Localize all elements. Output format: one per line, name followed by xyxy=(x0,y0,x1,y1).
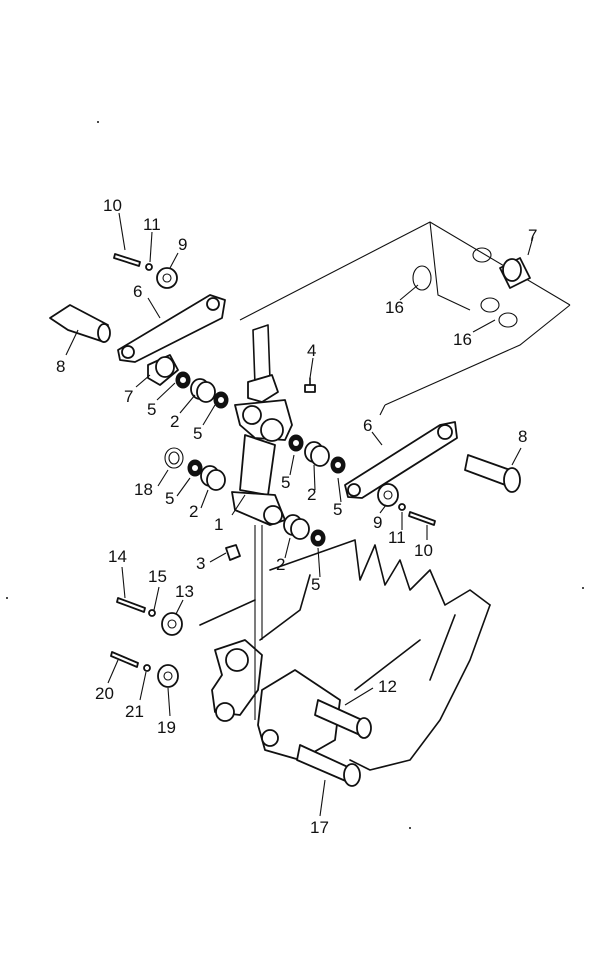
callout-10: 10 xyxy=(103,196,122,215)
callout-6: 6 xyxy=(133,282,142,301)
bushings-upper xyxy=(175,371,346,474)
callout-6: 6 xyxy=(363,416,372,435)
callout-5: 5 xyxy=(281,473,290,492)
callout-16: 16 xyxy=(453,330,472,349)
leader-lines xyxy=(65,212,534,817)
callout-19: 19 xyxy=(157,718,176,737)
nut-part-3 xyxy=(225,544,241,561)
left-link-assembly xyxy=(49,253,226,386)
callout-17: 17 xyxy=(310,818,329,837)
callout-2: 2 xyxy=(189,502,198,521)
callout-5: 5 xyxy=(333,500,342,519)
scan-dots xyxy=(6,121,584,829)
callout-21: 21 xyxy=(125,702,144,721)
callout-14: 14 xyxy=(108,547,127,566)
boom-end xyxy=(239,221,571,416)
callout-1: 1 xyxy=(214,515,223,534)
callout-18: 18 xyxy=(134,480,153,499)
callout-2: 2 xyxy=(276,555,285,574)
callout-11: 11 xyxy=(143,215,161,234)
callout-2: 2 xyxy=(170,412,179,431)
callout-16: 16 xyxy=(385,298,404,317)
callout-15: 15 xyxy=(148,567,167,586)
callout-9: 9 xyxy=(178,235,187,254)
callout-5: 5 xyxy=(165,489,174,508)
grease-nipple xyxy=(304,377,316,393)
callout-20: 20 xyxy=(95,684,114,703)
callout-7: 7 xyxy=(528,226,537,245)
bucket xyxy=(199,539,491,787)
callout-3: 3 xyxy=(196,554,205,573)
callout-9: 9 xyxy=(373,513,382,532)
callout-5: 5 xyxy=(147,400,156,419)
callout-8: 8 xyxy=(56,357,65,376)
bushings-lower xyxy=(164,447,326,547)
callout-11: 11 xyxy=(388,528,406,547)
callout-7: 7 xyxy=(124,387,133,406)
callout-13: 13 xyxy=(175,582,194,601)
callout-8: 8 xyxy=(518,427,527,446)
callout-4: 4 xyxy=(307,341,316,360)
callout-2: 2 xyxy=(307,485,316,504)
callout-10: 10 xyxy=(414,541,433,560)
callout-12: 12 xyxy=(378,677,397,696)
callout-labels: 10 11 9 6 8 7 5 2 5 4 7 16 16 6 8 18 5 2… xyxy=(56,196,537,837)
center-link xyxy=(231,324,293,720)
lower-left-parts xyxy=(110,597,183,688)
right-link-assembly xyxy=(344,421,521,526)
callout-5: 5 xyxy=(193,424,202,443)
callout-5: 5 xyxy=(311,575,320,594)
